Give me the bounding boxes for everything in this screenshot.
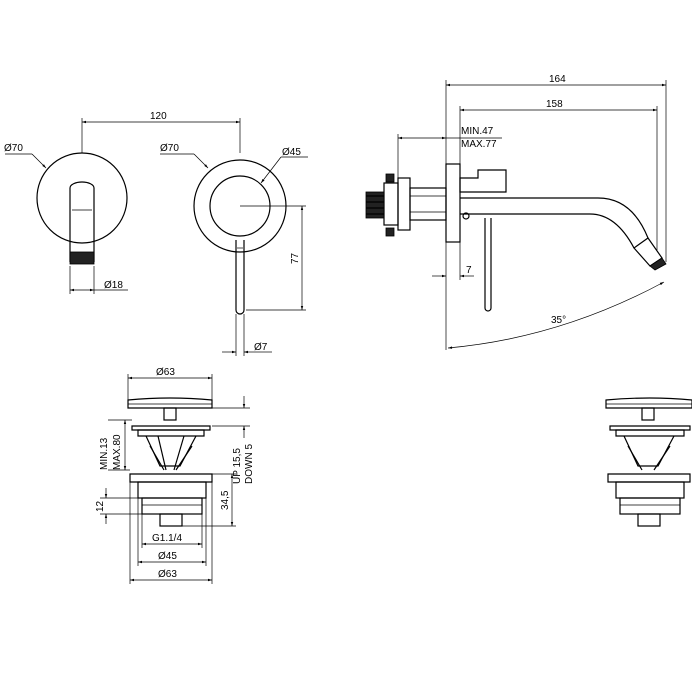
- mixer-rosette-diameter-label: Ø70: [160, 143, 179, 154]
- spout-projection-label: 158: [546, 99, 563, 110]
- spacing-dimension: 120: [81, 111, 241, 153]
- thread-height-label: 12: [95, 500, 106, 512]
- waste-valve-second-view: [605, 397, 692, 527]
- basin-thickness-max-label: MAX.80: [112, 434, 123, 470]
- spout-rosette: [36, 152, 128, 244]
- aerator: [69, 251, 95, 265]
- inlet-thread: [365, 191, 385, 219]
- cap-diameter-label: Ø63: [156, 367, 175, 378]
- lever-angle-label: 35°: [551, 315, 566, 326]
- basin-thickness-min-label: MIN.13: [99, 437, 110, 470]
- stroke-up-label: UP 15,5: [232, 448, 243, 484]
- side-rosette: [445, 163, 461, 243]
- stroke-down-label: DOWN 5: [244, 444, 255, 484]
- overall-projection-label: 164: [549, 74, 566, 85]
- lever-offset-label: 7: [466, 265, 472, 276]
- waste-cap: [127, 397, 213, 409]
- flange-diameter-label: Ø63: [158, 569, 177, 580]
- wall-depth-min-label: MIN.47: [461, 126, 494, 137]
- side-view: 164 158 MIN.47 MAX.77 7 35°: [365, 74, 667, 350]
- body-height-label: 34,5: [220, 490, 231, 510]
- thread-label: G1.1/4: [152, 533, 182, 544]
- handle-base-diameter-label: Ø45: [282, 147, 301, 158]
- spacing-label: 120: [150, 111, 167, 122]
- waste-valve-drawing: Ø63 MIN.13 MAX.80 UP 15,5 DOWN 5 34,5 12…: [95, 367, 255, 584]
- spout-diameter-label: Ø18: [104, 280, 123, 291]
- nut-diameter-label: Ø45: [158, 551, 177, 562]
- spout-rosette-diameter-label: Ø70: [4, 143, 23, 154]
- spout-front-view: Ø70 Ø18: [4, 143, 128, 294]
- lever-diameter-label: Ø7: [254, 342, 268, 353]
- handle-drop-label: 77: [290, 252, 301, 264]
- mixer-front-view: Ø70 Ø45 77 Ø7: [160, 143, 308, 356]
- wall-depth-max-label: MAX.77: [461, 139, 497, 150]
